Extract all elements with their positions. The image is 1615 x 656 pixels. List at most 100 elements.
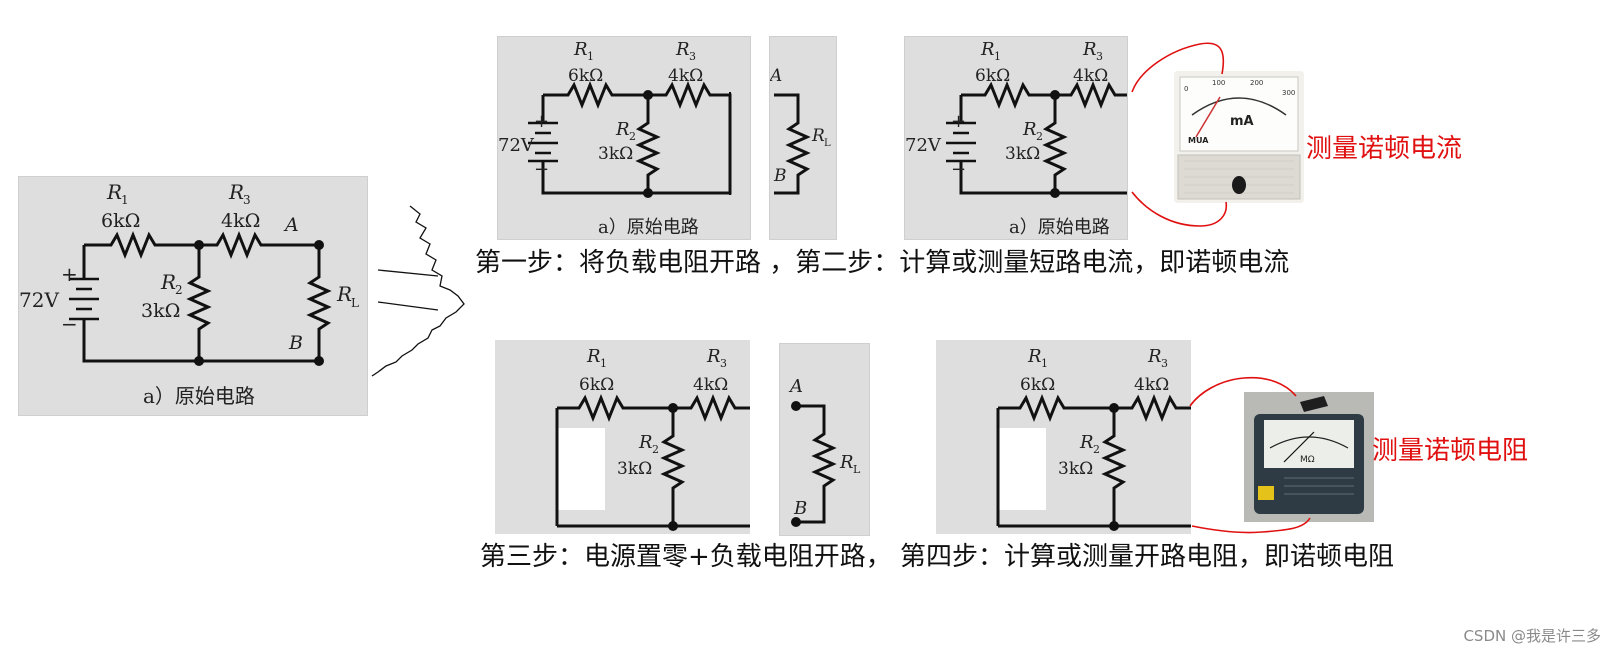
step34-caption: 第三步：电源置零+负载电阻开路， 第四步：计算或测量开路电阻，即诺顿电阻 [480, 542, 1395, 572]
r3-name: R [675, 39, 690, 60]
rl-sub: L [853, 463, 861, 476]
step4-resistance-panel: R 1 6kΩ R 3 4kΩ R 2 3kΩ [936, 340, 1191, 534]
r3-sub: 3 [1096, 50, 1103, 63]
ammeter-brand: MUA [1188, 136, 1209, 145]
ammeter-photo: 0 100 200 300 mA MUA [1174, 71, 1304, 203]
step1-load-panel: A B R L [769, 36, 837, 240]
ammeter-unit: mA [1230, 114, 1254, 129]
original-circuit-panel: R 1 6kΩ R 3 4kΩ R 2 3kΩ R L 72V + − A B … [18, 176, 368, 416]
ammeter-scale-100: 100 [1212, 79, 1225, 87]
step1-source-panel: R 1 6kΩ R 3 4kΩ R 2 3kΩ 72V + − a）原始电路 [497, 36, 751, 240]
r2-name: R [1079, 432, 1094, 453]
step3-zeroed-diagram: R 1 6kΩ R 3 4kΩ R 2 3kΩ [495, 340, 750, 534]
r2-value: 3kΩ [617, 459, 652, 479]
ohmmeter-drawing: MΩ [1244, 392, 1374, 522]
r2-name: R [160, 270, 176, 294]
r2-name: R [1022, 119, 1037, 140]
step2-current-panel: R 1 6kΩ R 3 4kΩ R 2 3kΩ 72V + − a）原始电路 [904, 36, 1128, 240]
r3-name: R [706, 346, 721, 367]
measure-resistance-label: 测量诺顿电阻 [1372, 436, 1529, 466]
source-plus: + [534, 111, 549, 132]
ohmmeter-unit: MΩ [1300, 455, 1315, 465]
r2-value: 3kΩ [598, 144, 633, 164]
rl-name: R [839, 452, 854, 473]
r1-value: 6kΩ [579, 375, 614, 395]
ammeter-drawing: 0 100 200 300 mA MUA [1174, 71, 1304, 203]
r2-sub: 2 [629, 130, 636, 143]
r1-name: R [106, 180, 122, 204]
source-plus: + [951, 111, 966, 132]
r3-value: 4kΩ [1073, 66, 1108, 86]
r1-sub: 1 [1041, 357, 1048, 370]
step1-source-diagram: R 1 6kΩ R 3 4kΩ R 2 3kΩ 72V + − a）原始电路 [498, 39, 732, 238]
ammeter-scale-0: 0 [1184, 85, 1188, 93]
r1-value: 6kΩ [1020, 375, 1055, 395]
csdn-watermark: CSDN @我是许三多 [1463, 627, 1601, 645]
r2-sub: 2 [1036, 130, 1043, 143]
r3-value: 4kΩ [693, 375, 728, 395]
r2-sub: 2 [652, 443, 659, 456]
r3-name: R [1147, 346, 1162, 367]
source-value: 72V [498, 135, 535, 156]
rl-sub: L [351, 296, 359, 310]
r1-sub: 1 [121, 193, 129, 207]
ammeter-scale-200: 200 [1250, 79, 1263, 87]
r2-name: R [615, 119, 630, 140]
brace-tick-upper [377, 269, 439, 277]
source-plus: + [61, 262, 78, 286]
step2-current-diagram: R 1 6kΩ R 3 4kΩ R 2 3kΩ 72V + − a）原始电路 [905, 39, 1127, 238]
node-b-label: B [793, 498, 807, 519]
r1-name: R [586, 346, 601, 367]
rl-name: R [811, 126, 825, 146]
r3-name: R [228, 180, 244, 204]
node-a-label: A [283, 214, 299, 236]
r3-value: 4kΩ [221, 210, 260, 232]
node-a-label: A [788, 376, 803, 397]
original-circuit-diagram: R 1 6kΩ R 3 4kΩ R 2 3kΩ R L 72V + − A B … [19, 180, 359, 408]
step3-load-panel: A B R L [779, 343, 870, 536]
r3-value: 4kΩ [668, 66, 703, 86]
ammeter-scale-300: 300 [1282, 89, 1295, 97]
r3-sub: 3 [1161, 357, 1168, 370]
brace-tick-lower [377, 301, 439, 311]
circuit-caption: a）原始电路 [1009, 217, 1110, 238]
r3-name: R [1082, 39, 1097, 60]
r2-value: 3kΩ [1058, 459, 1093, 479]
circuit-caption: a）原始电路 [598, 217, 699, 238]
source-value: 72V [19, 288, 59, 312]
r3-sub: 3 [243, 193, 251, 207]
r3-value: 4kΩ [1134, 375, 1169, 395]
r1-name: R [1027, 346, 1042, 367]
r2-name: R [638, 432, 653, 453]
r2-value: 3kΩ [1005, 144, 1040, 164]
r1-name: R [573, 39, 588, 60]
r1-value: 6kΩ [101, 210, 140, 232]
ohmmeter-photo: MΩ [1244, 392, 1374, 522]
step1-load-diagram: A B R L [770, 66, 831, 195]
hand-drawn-brace [371, 205, 465, 377]
step3-load-diagram: A B R L [788, 376, 861, 527]
r1-sub: 1 [587, 50, 594, 63]
source-value: 72V [905, 135, 942, 156]
r2-sub: 2 [175, 283, 183, 297]
source-minus: − [951, 159, 966, 180]
r2-value: 3kΩ [141, 300, 180, 322]
r1-sub: 1 [994, 50, 1001, 63]
step4-resistance-diagram: R 1 6kΩ R 3 4kΩ R 2 3kΩ [936, 340, 1191, 534]
r3-sub: 3 [720, 357, 727, 370]
rl-sub: L [824, 138, 831, 149]
measure-current-label: 测量诺顿电流 [1306, 134, 1463, 164]
r3-sub: 3 [689, 50, 696, 63]
step3-zeroed-panel: R 1 6kΩ R 3 4kΩ R 2 3kΩ [495, 340, 750, 534]
source-minus: − [534, 159, 549, 180]
rl-name: R [336, 282, 352, 306]
circuit-caption: a）原始电路 [143, 384, 255, 408]
source-minus: − [61, 312, 78, 336]
node-b-label: B [288, 332, 303, 354]
r1-name: R [980, 39, 995, 60]
r1-value: 6kΩ [975, 66, 1010, 86]
r2-sub: 2 [1093, 443, 1100, 456]
r1-sub: 1 [600, 357, 607, 370]
node-b-label: B [773, 166, 787, 186]
node-a-label: A [770, 66, 782, 86]
